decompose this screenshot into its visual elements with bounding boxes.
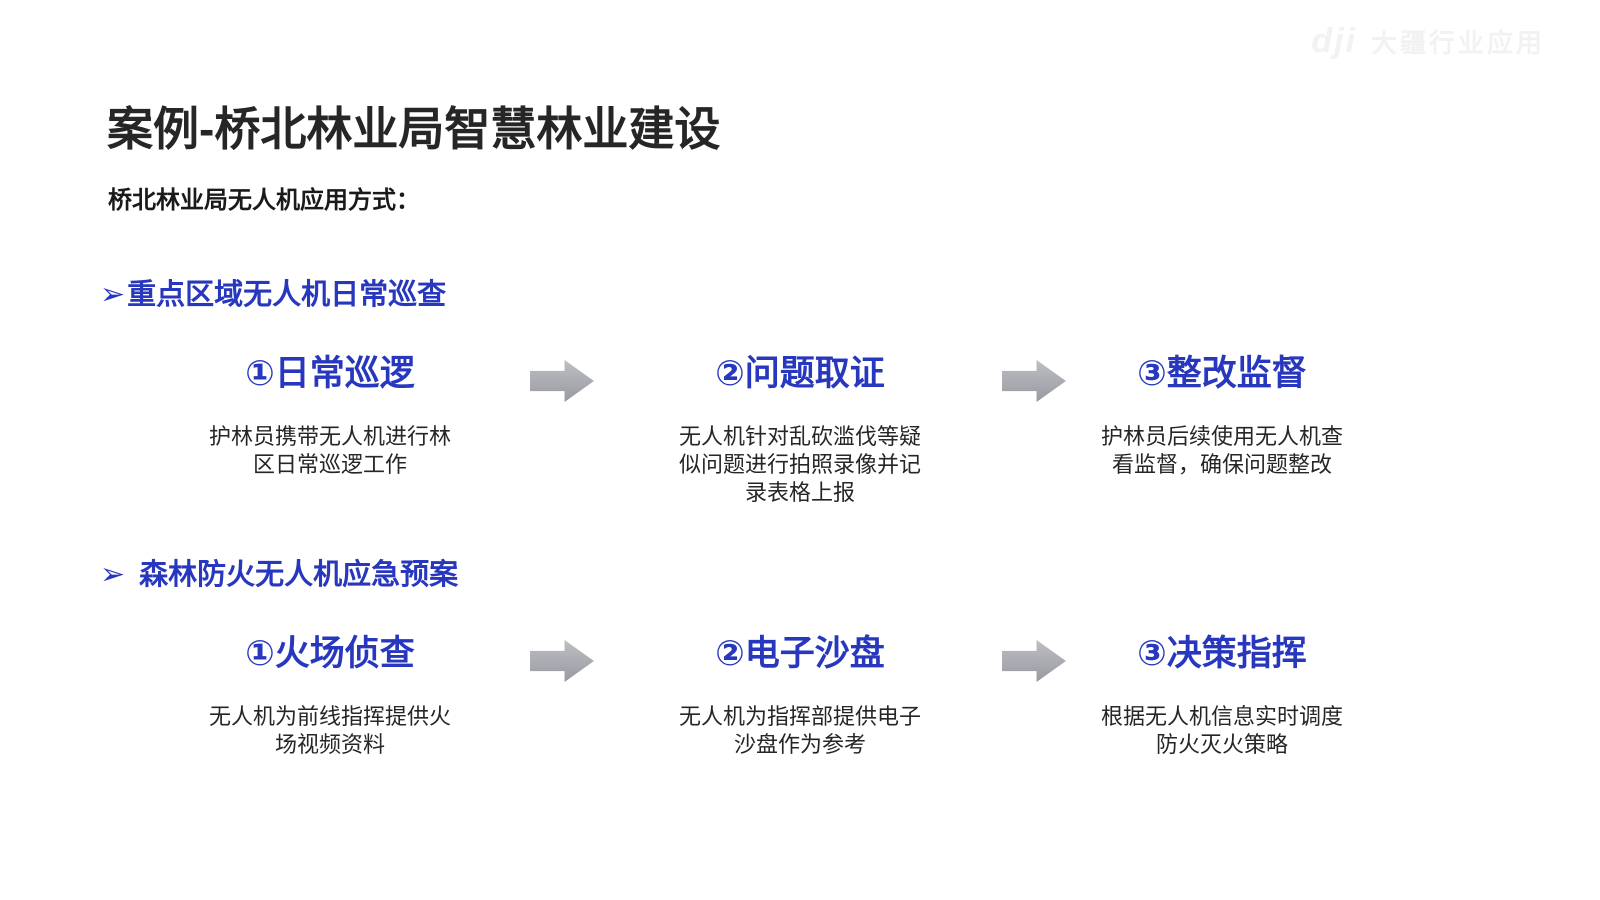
step-description: 无人机针对乱砍滥伐等疑似问题进行拍照录像并记录表格上报 (678, 424, 921, 505)
flow-step-fire-2: ②电子沙盘 无人机为指挥部提供电子沙盘作为参考 (650, 631, 950, 757)
step-description: 护林员携带无人机进行林区日常巡逻工作 (208, 424, 451, 477)
arrowhead-bullet-icon: ➢ (100, 278, 126, 311)
step-description: 护林员后续使用无人机查看监督，确保问题整改 (1100, 424, 1343, 477)
step-title: ②电子沙盘 (715, 634, 885, 673)
step-title: ②问题取证 (715, 354, 885, 393)
section-heading-label: 森林防火无人机应急预案 (139, 559, 459, 591)
section-heading-daily-patrol: ➢ 重点区域无人机日常巡查 (100, 276, 446, 314)
brand-watermark: dji 大疆行业应用 (1311, 22, 1545, 61)
flow-step-daily-patrol-1: ①日常巡逻 护林员携带无人机进行林区日常巡逻工作 (180, 351, 480, 477)
dji-watermark-label: 大疆行业应用 (1370, 28, 1545, 58)
section-heading-fire-emergency: ➢ 森林防火无人机应急预案 (100, 556, 458, 594)
slide-subtitle: 桥北林业局无人机应用方式： (108, 187, 420, 214)
section-heading-label: 重点区域无人机日常巡查 (127, 279, 447, 311)
step-title: ③整改监督 (1137, 354, 1307, 393)
step-title: ③决策指挥 (1137, 634, 1307, 673)
flow-step-fire-1: ①火场侦查 无人机为前线指挥提供火场视频资料 (180, 631, 480, 757)
flow-row-daily-patrol: ①日常巡逻 护林员携带无人机进行林区日常巡逻工作 ②问题取证 无人机针对乱砍滥伐… (0, 351, 1600, 541)
slide-title: 案例-桥北林业局智慧林业建设 (107, 103, 721, 155)
flow-arrow-icon (1002, 640, 1066, 682)
flow-step-daily-patrol-2: ②问题取证 无人机针对乱砍滥伐等疑似问题进行拍照录像并记录表格上报 (650, 351, 950, 505)
flow-row-fire-emergency: ①火场侦查 无人机为前线指挥提供火场视频资料 ②电子沙盘 无人机为指挥部提供电子… (0, 631, 1600, 821)
arrowhead-bullet-icon: ➢ (100, 558, 126, 591)
step-description: 无人机为前线指挥提供火场视频资料 (208, 704, 451, 757)
step-title: ①火场侦查 (245, 634, 415, 673)
flow-step-fire-3: ③决策指挥 根据无人机信息实时调度防火灭火策略 (1072, 631, 1372, 757)
step-description: 无人机为指挥部提供电子沙盘作为参考 (678, 704, 921, 757)
flow-step-daily-patrol-3: ③整改监督 护林员后续使用无人机查看监督，确保问题整改 (1072, 351, 1372, 477)
step-description: 根据无人机信息实时调度防火灭火策略 (1100, 704, 1343, 757)
dji-logo: dji (1311, 22, 1357, 60)
flow-arrow-icon (530, 360, 594, 402)
flow-arrow-icon (530, 640, 594, 682)
flow-arrow-icon (1002, 360, 1066, 402)
step-title: ①日常巡逻 (245, 354, 415, 393)
